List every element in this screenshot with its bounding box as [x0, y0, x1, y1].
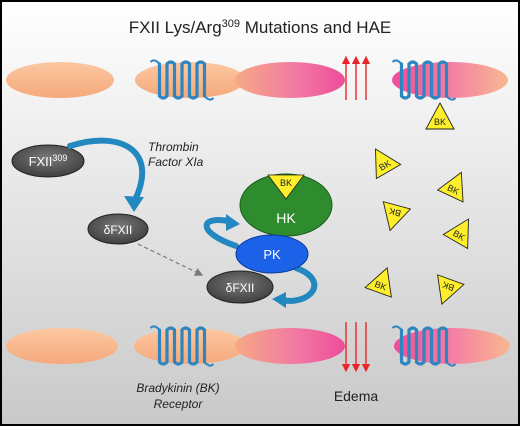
pk-cycle-arrow-bottom-head [272, 292, 286, 308]
bk-peptide: BK [442, 218, 469, 250]
bk-peptide-label: BK [388, 206, 402, 219]
dfxii-bottom-label: δFXII [226, 281, 255, 295]
bk-peptide-triangle [375, 148, 402, 180]
bk-peptide-label: BK [373, 279, 388, 293]
bk-peptide-triangle [382, 201, 412, 232]
receptor-helices [157, 60, 207, 100]
bk-receptor-bottom-right [391, 325, 457, 367]
bk-peptide-label: BK [434, 117, 446, 127]
bk-on-hk [267, 174, 305, 200]
bk-peptide-label: BK [446, 183, 461, 197]
pk-cycle-arrow-top-head [226, 214, 240, 231]
dashed-arrow [137, 243, 204, 276]
pk-cycle-arrow-bottom [277, 265, 318, 304]
bottom-cell-1 [6, 328, 118, 364]
bk-on-hk-label: BK [280, 178, 292, 188]
pk-label: PK [263, 247, 281, 262]
dfxii-top-node [87, 213, 149, 245]
receptor-tails [391, 59, 457, 101]
dfxii-top-label: δFXII [104, 223, 133, 237]
receptor-helices [399, 326, 449, 366]
activation-arrow-head [124, 196, 144, 212]
bottom-membrane [6, 322, 510, 373]
bk-peptide: BK [437, 274, 465, 305]
bk-peptide-label: BK [441, 279, 456, 293]
top-cell-1 [6, 62, 114, 98]
bk-peptide: BK [425, 102, 455, 130]
fxii309-node [11, 144, 85, 178]
bottom-cell-3 [235, 328, 345, 364]
top-membrane [6, 55, 508, 101]
dfxii-bottom-node [206, 270, 274, 304]
receptor-helices [399, 60, 449, 100]
receptor-label-line2: Receptor [154, 397, 204, 411]
top-cell-4 [392, 62, 508, 98]
enzyme-label-fxia: Factor XIa [148, 155, 204, 169]
receptor-helices [157, 326, 207, 366]
bk-peptide: BK [364, 267, 392, 298]
bk-peptide-triangle [437, 274, 465, 305]
bk-peptide: BK [382, 201, 412, 232]
fxii309-label: FXII309 [29, 153, 68, 169]
bk-receptor-top-right [391, 59, 457, 101]
receptor-tails [149, 59, 215, 101]
diagram-title: FXII Lys/Arg309 Mutations and HAE [129, 18, 391, 37]
bottom-cell-4 [394, 328, 510, 364]
bk-peptides: BK BK BK BK BK BK BK [364, 102, 469, 305]
bk-peptide: BK [375, 148, 402, 180]
top-cell-3 [235, 62, 345, 98]
receptor-label-line1: Bradykinin (BK) [136, 381, 219, 395]
activation-arrow [67, 137, 146, 205]
receptor-tails [149, 325, 215, 367]
enzyme-label-thrombin: Thrombin [148, 140, 199, 154]
bk-peptide-triangle [436, 171, 464, 203]
pk-cycle-arrow-top [203, 217, 239, 249]
hk-label: HK [276, 210, 296, 226]
bk-receptor-bottom-left [149, 325, 215, 367]
bk-peptide: BK [436, 171, 464, 203]
pk-node [235, 234, 309, 274]
bk-receptor-top-left [149, 59, 215, 101]
bk-peptide-triangle [442, 218, 469, 250]
bk-peptide-triangle [425, 102, 455, 130]
edema-label: Edema [334, 388, 379, 404]
bk-peptide-triangle [364, 267, 392, 298]
receptor-tails [391, 325, 457, 367]
